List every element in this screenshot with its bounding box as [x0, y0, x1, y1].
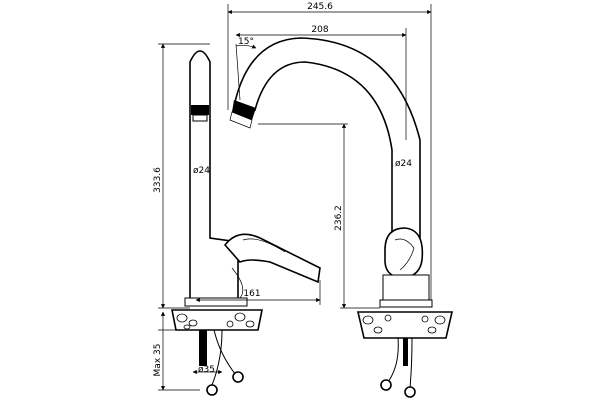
- front-view-mount-plate: [356, 311, 454, 339]
- front-view-stud: [403, 338, 408, 366]
- front-view-hose-2: [409, 337, 413, 389]
- side-view-mount-plate: [171, 309, 263, 331]
- angle-line: [235, 43, 241, 101]
- front-view-lever: [384, 227, 424, 279]
- side-view: [171, 50, 321, 396]
- front-view-lever-edge: [394, 238, 415, 271]
- dim-right-tube-diameter: ø24: [395, 159, 412, 169]
- front-view-aerator: [229, 111, 253, 129]
- side-view-nozzle-tip: [192, 114, 208, 122]
- side-view-hose-fitting-2: [206, 384, 218, 396]
- dim-spout-reach: 208: [311, 25, 328, 35]
- front-view-hose-fitting-2: [404, 386, 416, 398]
- side-view-lever-edge: [242, 238, 286, 253]
- front-view-hose-fitting-1: [380, 379, 392, 391]
- front-view-pebbles: [362, 314, 446, 334]
- dimension-lines: [158, 4, 432, 391]
- front-view-hose-1: [387, 337, 399, 383]
- side-view-base: [184, 297, 248, 307]
- dim-overall-height: 333.6: [153, 167, 163, 193]
- dim-spout-angle: 15°: [238, 37, 254, 47]
- dim-max-thickness: Max 35: [153, 344, 163, 377]
- dim-mount-diameter: ø35: [198, 365, 215, 375]
- dim-spout-height: 236.2: [334, 205, 344, 231]
- dim-overall-reach: 245.6: [307, 2, 333, 12]
- side-view-hose-fitting-1: [232, 371, 244, 383]
- front-view-base: [379, 299, 433, 308]
- side-view-lever: [223, 233, 321, 284]
- front-view-spout: [234, 37, 421, 251]
- side-view-hose-1: [213, 329, 237, 376]
- dim-left-tube-diameter: ø24: [193, 166, 210, 176]
- front-view-body: [382, 274, 430, 302]
- side-view-hose-2: [211, 329, 223, 386]
- side-view-pebbles: [176, 312, 255, 330]
- front-view: [229, 37, 454, 398]
- front-view-spout-tip: [232, 100, 256, 120]
- side-view-nozzle: [191, 105, 209, 115]
- dim-lever-length: 161: [243, 289, 260, 299]
- angle-arc: [235, 44, 257, 49]
- side-view-stud: [199, 330, 207, 366]
- dimension-labels: 245.6 208 15° ø24 ø24 161 333.6 236.2 Ma…: [153, 2, 412, 376]
